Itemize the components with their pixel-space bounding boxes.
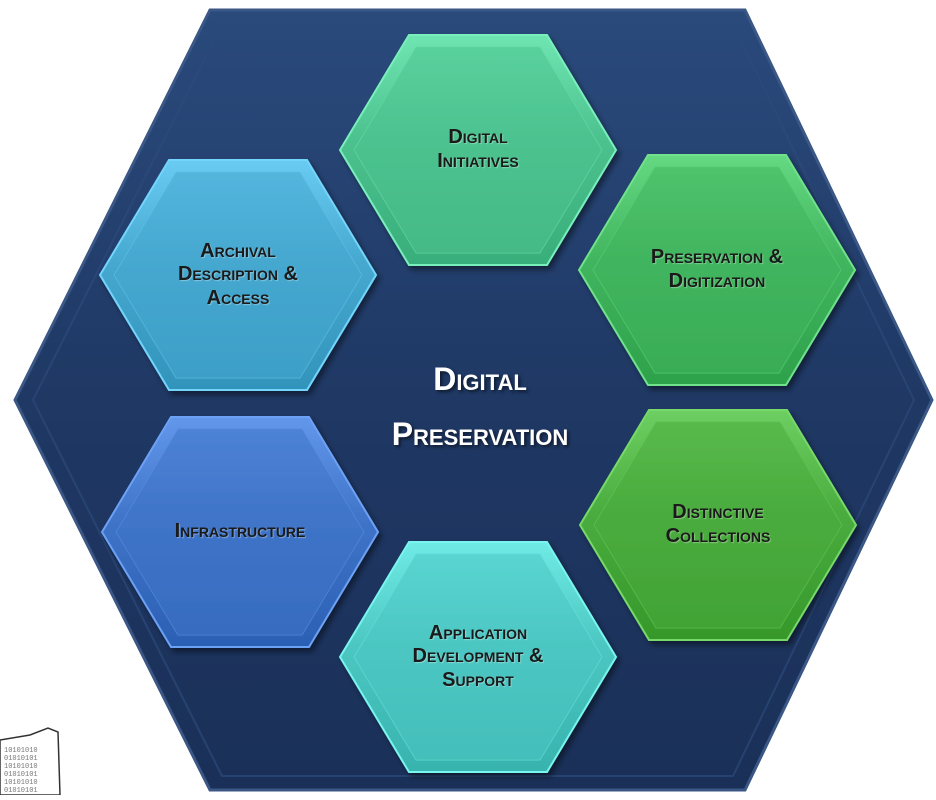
hexagon-label-line: Development & (412, 645, 544, 668)
hexagon-bevel-infrastructure (115, 428, 365, 636)
hexagon-label-line: Description & (177, 263, 298, 286)
svg-text:01010101: 01010101 (4, 771, 38, 779)
hexagon-label-infrastructure: Infrastructure (115, 472, 365, 592)
hexagon-label-line: Access (206, 286, 270, 309)
hexagon-label-line: Application (428, 621, 528, 644)
hexagon-bevel-digital-initiatives (353, 46, 603, 254)
svg-text:10101010: 10101010 (4, 763, 38, 771)
hexagon-archival-description-access (98, 159, 378, 391)
hexagon-distinctive-collections (578, 409, 858, 641)
hexagon-label-preservation-digitization: Preservation &Digitization (592, 210, 842, 330)
svg-text:01010101: 01010101 (4, 787, 38, 795)
hexagon-label-line: Distinctive (672, 501, 764, 524)
center-title-line-2: Preservation (391, 416, 569, 452)
center-title-line-1: Digital (433, 361, 527, 397)
hexagon-label-line: Support (442, 668, 514, 691)
hexagon-label-line: Collections (665, 525, 771, 547)
svg-text:10101010: 10101010 (4, 747, 38, 755)
hexagon-bevel-archival-description-access (113, 171, 363, 379)
hexagon-infrastructure (100, 416, 380, 648)
hexagon-digital-initiatives (338, 34, 618, 266)
hexagon-label-line: Archival (200, 239, 276, 262)
hexagon-label-line: Digitization (668, 270, 766, 292)
hexagon-bevel-preservation-digitization (592, 166, 842, 374)
hexagon-bevel-distinctive-collections (593, 421, 843, 629)
svg-text:10101010: 10101010 (4, 779, 38, 787)
hexagon-label-line: Infrastructure (174, 520, 306, 543)
hexagon-label-line: Digital (448, 126, 508, 149)
outer-hexagon-inner-edge (31, 23, 916, 777)
hexagon-label-line: Preservation & (650, 246, 784, 269)
center-title: Digital Preservation (330, 352, 630, 462)
hexagon-label-line: Initiatives (437, 150, 519, 172)
binary-file-icon: 10101010 01010101 10101010 01010101 1010… (0, 727, 61, 796)
svg-text:01010101: 01010101 (4, 755, 38, 763)
hexagon-bevel-application-development-support (353, 553, 603, 761)
hexagon-preservation-digitization (577, 154, 857, 386)
hexagon-application-development-support (338, 541, 618, 773)
